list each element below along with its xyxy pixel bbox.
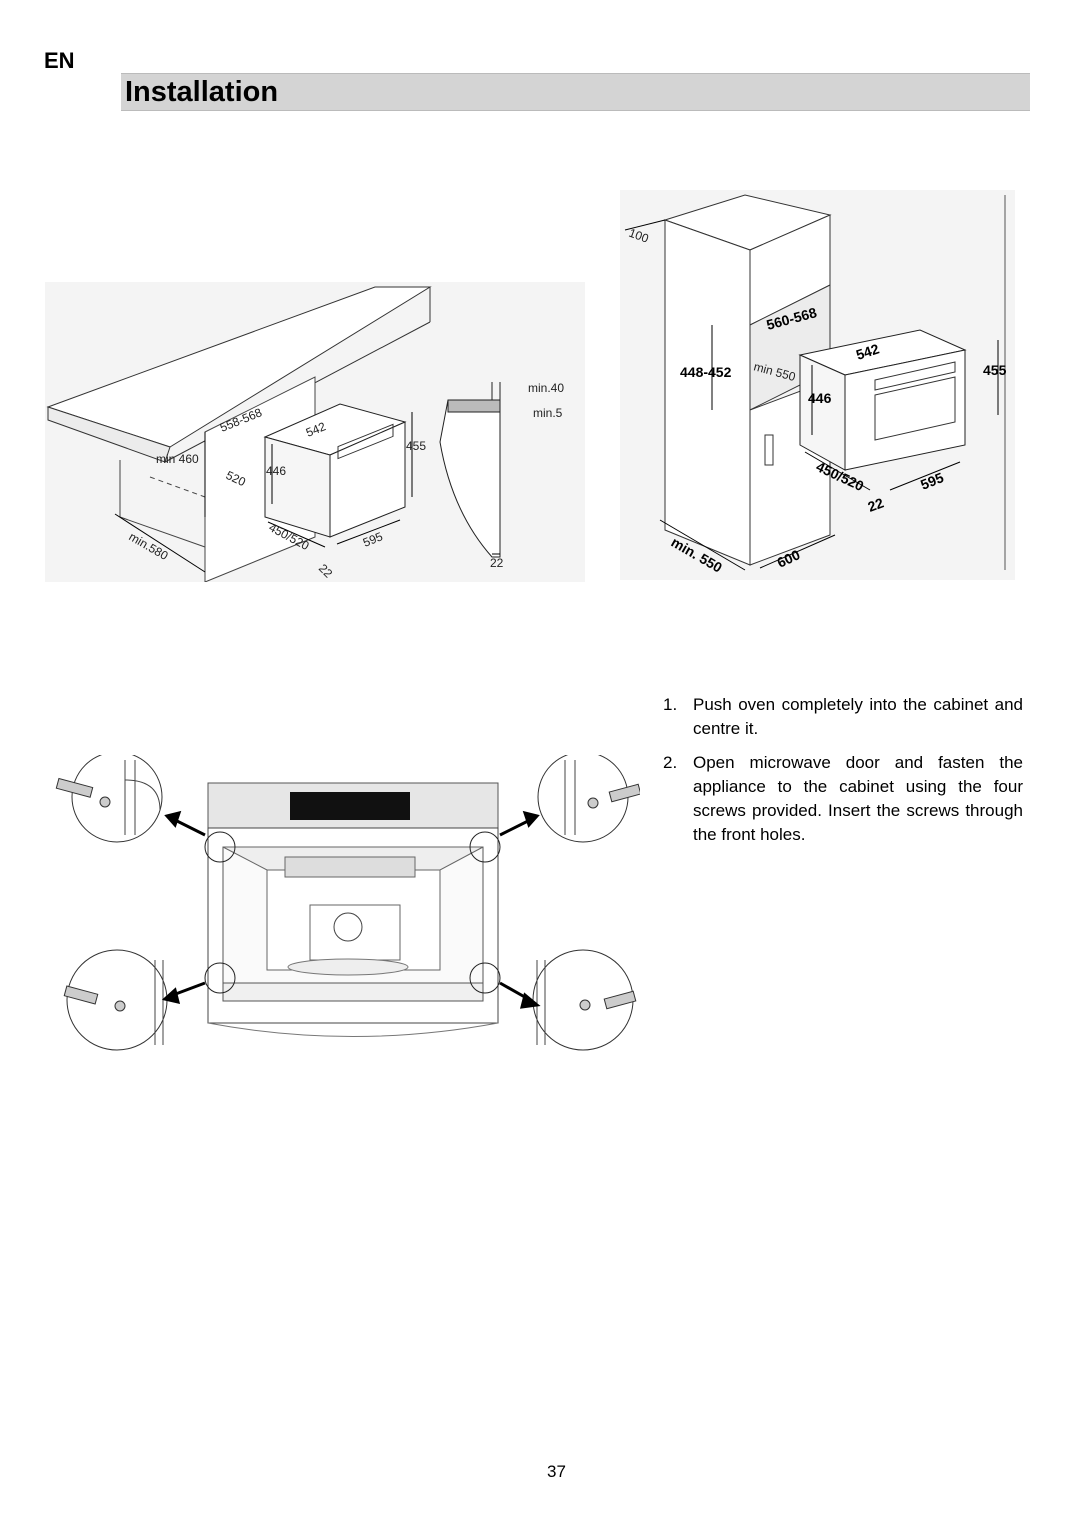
- dim-22-door: 22: [490, 556, 504, 570]
- front-view-screw-diagram: [45, 755, 640, 1055]
- dim-455: 455: [406, 439, 426, 453]
- dim-100: 100: [627, 226, 651, 246]
- dim-min40: min.40: [528, 381, 564, 395]
- step-number: 1.: [663, 695, 678, 714]
- page-title: Installation: [125, 76, 279, 108]
- instruction-step: 2. Open microwave door and fasten the ap…: [663, 751, 1023, 847]
- dim-22: 22: [866, 494, 886, 514]
- tall-cabinet-installation-diagram: 100 560-568 542 448-452 min 550 455 446 …: [620, 190, 1015, 580]
- instruction-steps: 1. Push oven completely into the cabinet…: [663, 693, 1023, 857]
- dim-446: 446: [808, 390, 832, 406]
- language-code: EN: [44, 48, 75, 73]
- dim-455: 455: [983, 362, 1007, 378]
- dim-min5: min.5: [533, 406, 563, 420]
- section-title-bar: Installation: [121, 73, 1030, 111]
- step-text: Open microwave door and fasten the appli…: [693, 753, 1023, 844]
- dim-446: 446: [266, 464, 286, 478]
- undercounter-installation-diagram: min.40 min.5 558-568 542 455 min 460 520…: [40, 282, 585, 582]
- dim-542: 542: [854, 340, 881, 363]
- step-text: Push oven completely into the cabinet an…: [693, 695, 1023, 738]
- dim-448-452: 448-452: [680, 364, 732, 380]
- instruction-step: 1. Push oven completely into the cabinet…: [663, 693, 1023, 741]
- page-number: 37: [547, 1462, 566, 1481]
- step-number: 2.: [663, 753, 678, 772]
- dim-min460: min 460: [156, 452, 199, 466]
